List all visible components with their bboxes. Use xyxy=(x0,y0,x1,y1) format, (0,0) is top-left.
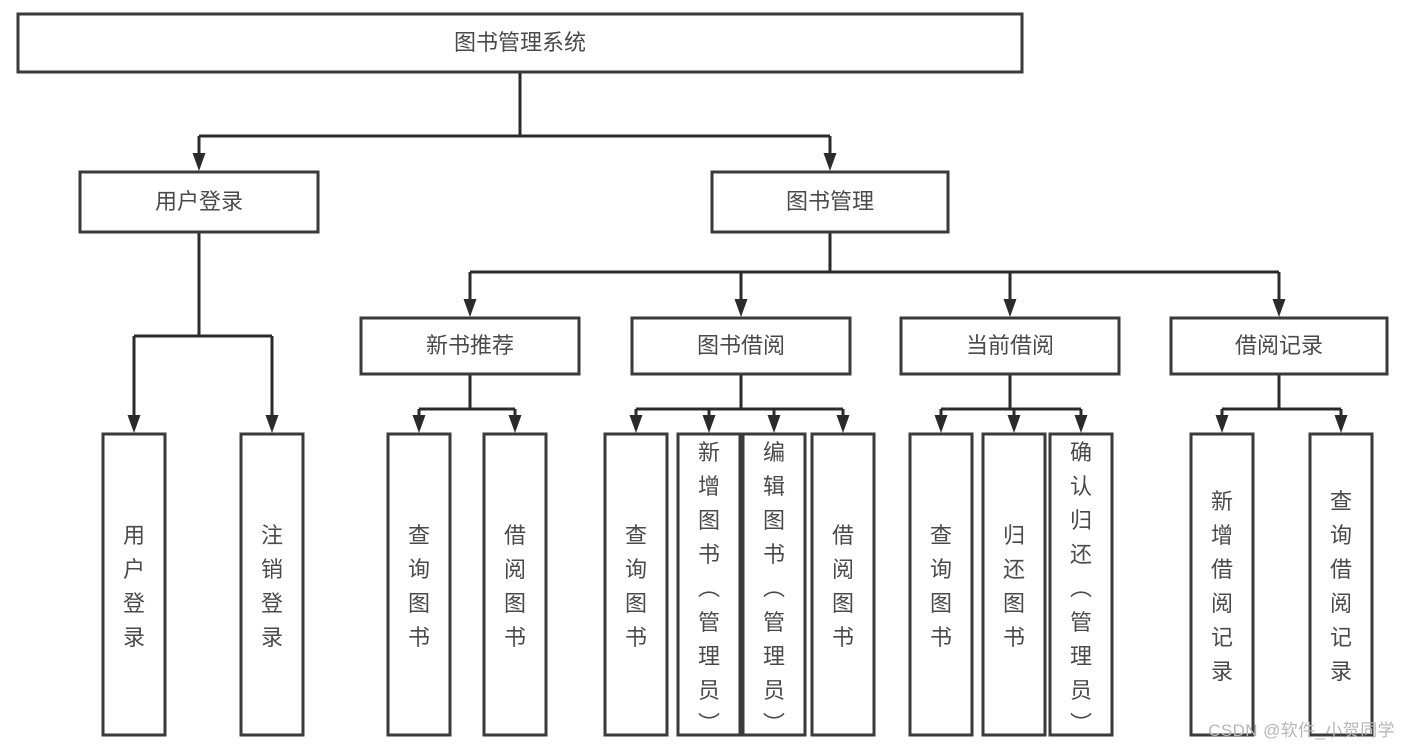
node-new-book-recommend[interactable]: 新书推荐 xyxy=(359,316,581,376)
node-label: 查询图书 xyxy=(408,523,430,650)
node-box[interactable] xyxy=(908,432,974,737)
node-label: 新增图书（管理员） xyxy=(698,440,720,737)
node-label: 图书借阅 xyxy=(697,333,785,358)
node-label: 查询图书 xyxy=(930,523,952,650)
arrow-head-icon xyxy=(265,415,279,433)
connector-new-book-recommend-to-leaves xyxy=(412,374,522,433)
node-leaf-user-login[interactable]: 用户登录 xyxy=(101,432,167,737)
connector-book-borrow-to-leaves xyxy=(629,374,850,433)
arrow-head-icon xyxy=(734,299,748,317)
arrow-head-icon xyxy=(823,153,837,171)
node-label: 当前借阅 xyxy=(966,333,1054,358)
node-box[interactable] xyxy=(630,316,852,376)
connector-current-borrow-to-leaves xyxy=(934,374,1088,433)
connector-borrow-record-to-leaves xyxy=(1215,374,1348,433)
node-user-login[interactable]: 用户登录 xyxy=(78,170,320,234)
node-box[interactable] xyxy=(78,170,320,234)
node-box[interactable] xyxy=(1169,316,1389,376)
arrow-head-icon xyxy=(508,415,522,433)
arrow-head-icon xyxy=(1003,299,1017,317)
node-leaf-add-book[interactable]: 新增图书（管理员） xyxy=(676,432,742,737)
node-label: 编辑图书（管理员） xyxy=(763,440,785,737)
node-box[interactable] xyxy=(603,432,669,737)
arrow-head-icon xyxy=(1007,415,1021,433)
node-book-borrow[interactable]: 图书借阅 xyxy=(630,316,852,376)
node-box[interactable] xyxy=(16,12,1024,74)
node-box[interactable] xyxy=(810,432,876,737)
node-label: 查询借阅记录 xyxy=(1330,489,1352,684)
node-box[interactable] xyxy=(101,432,167,737)
node-box[interactable] xyxy=(899,316,1121,376)
node-label: 查询图书 xyxy=(625,523,647,650)
connector-user-login-to-leaves xyxy=(127,232,279,433)
node-leaf-borrow-book-2[interactable]: 借阅图书 xyxy=(810,432,876,737)
arrow-head-icon xyxy=(192,153,206,171)
node-leaf-query-book-1[interactable]: 查询图书 xyxy=(386,432,452,737)
node-box[interactable] xyxy=(1048,432,1114,737)
connector-root-to-level2 xyxy=(192,72,837,171)
arrow-head-icon xyxy=(767,415,781,433)
arrow-head-icon xyxy=(629,415,643,433)
node-box[interactable] xyxy=(482,432,548,737)
arrow-head-icon xyxy=(702,415,716,433)
node-box[interactable] xyxy=(710,170,950,234)
node-label: 注销登录 xyxy=(261,523,283,650)
node-label: 确认归还（管理员） xyxy=(1070,440,1092,737)
node-box[interactable] xyxy=(676,432,742,737)
node-leaf-edit-book[interactable]: 编辑图书（管理员） xyxy=(741,432,807,737)
node-borrow-record[interactable]: 借阅记录 xyxy=(1169,316,1389,376)
node-box[interactable] xyxy=(741,432,807,737)
node-label: 归还图书 xyxy=(1003,523,1025,650)
arrow-head-icon xyxy=(1215,415,1229,433)
arrow-head-icon xyxy=(127,415,141,433)
node-current-borrow[interactable]: 当前借阅 xyxy=(899,316,1121,376)
node-leaf-query-borrow-record[interactable]: 查询借阅记录 xyxy=(1308,432,1374,737)
watermark: CSDN @软件_小贺同学 xyxy=(1208,721,1395,740)
node-box[interactable] xyxy=(981,432,1047,737)
node-leaf-return-book[interactable]: 归还图书 xyxy=(981,432,1047,737)
node-leaf-query-book-3[interactable]: 查询图书 xyxy=(908,432,974,737)
node-label: 新书推荐 xyxy=(426,333,514,358)
node-root-system[interactable]: 图书管理系统 xyxy=(16,12,1024,74)
arrow-head-icon xyxy=(1074,415,1088,433)
node-label: 用户登录 xyxy=(155,189,243,214)
node-label: 新增借阅记录 xyxy=(1211,489,1233,684)
node-label: 借阅图书 xyxy=(504,523,526,650)
arrow-head-icon xyxy=(1272,299,1286,317)
arrow-head-icon xyxy=(1334,415,1348,433)
node-box[interactable] xyxy=(359,316,581,376)
node-label: 图书管理 xyxy=(786,189,874,214)
node-leaf-add-borrow-record[interactable]: 新增借阅记录 xyxy=(1189,432,1255,737)
node-leaf-confirm-return[interactable]: 确认归还（管理员） xyxy=(1048,432,1114,737)
node-label: 用户登录 xyxy=(123,523,145,650)
node-label: 借阅记录 xyxy=(1235,333,1323,358)
node-box[interactable] xyxy=(1308,432,1374,737)
arrow-head-icon xyxy=(934,415,948,433)
connector-book-management-to-level3 xyxy=(463,232,1286,317)
node-book-management[interactable]: 图书管理 xyxy=(710,170,950,234)
node-box[interactable] xyxy=(239,432,305,737)
node-label: 图书管理系统 xyxy=(454,30,586,55)
node-leaf-logout-login[interactable]: 注销登录 xyxy=(239,432,305,737)
arrow-head-icon xyxy=(412,415,426,433)
arrow-head-icon xyxy=(836,415,850,433)
node-leaf-borrow-book-1[interactable]: 借阅图书 xyxy=(482,432,548,737)
node-box[interactable] xyxy=(386,432,452,737)
arrow-head-icon xyxy=(463,299,477,317)
node-box[interactable] xyxy=(1189,432,1255,737)
node-leaf-query-book-2[interactable]: 查询图书 xyxy=(603,432,669,737)
node-label: 借阅图书 xyxy=(832,523,854,650)
